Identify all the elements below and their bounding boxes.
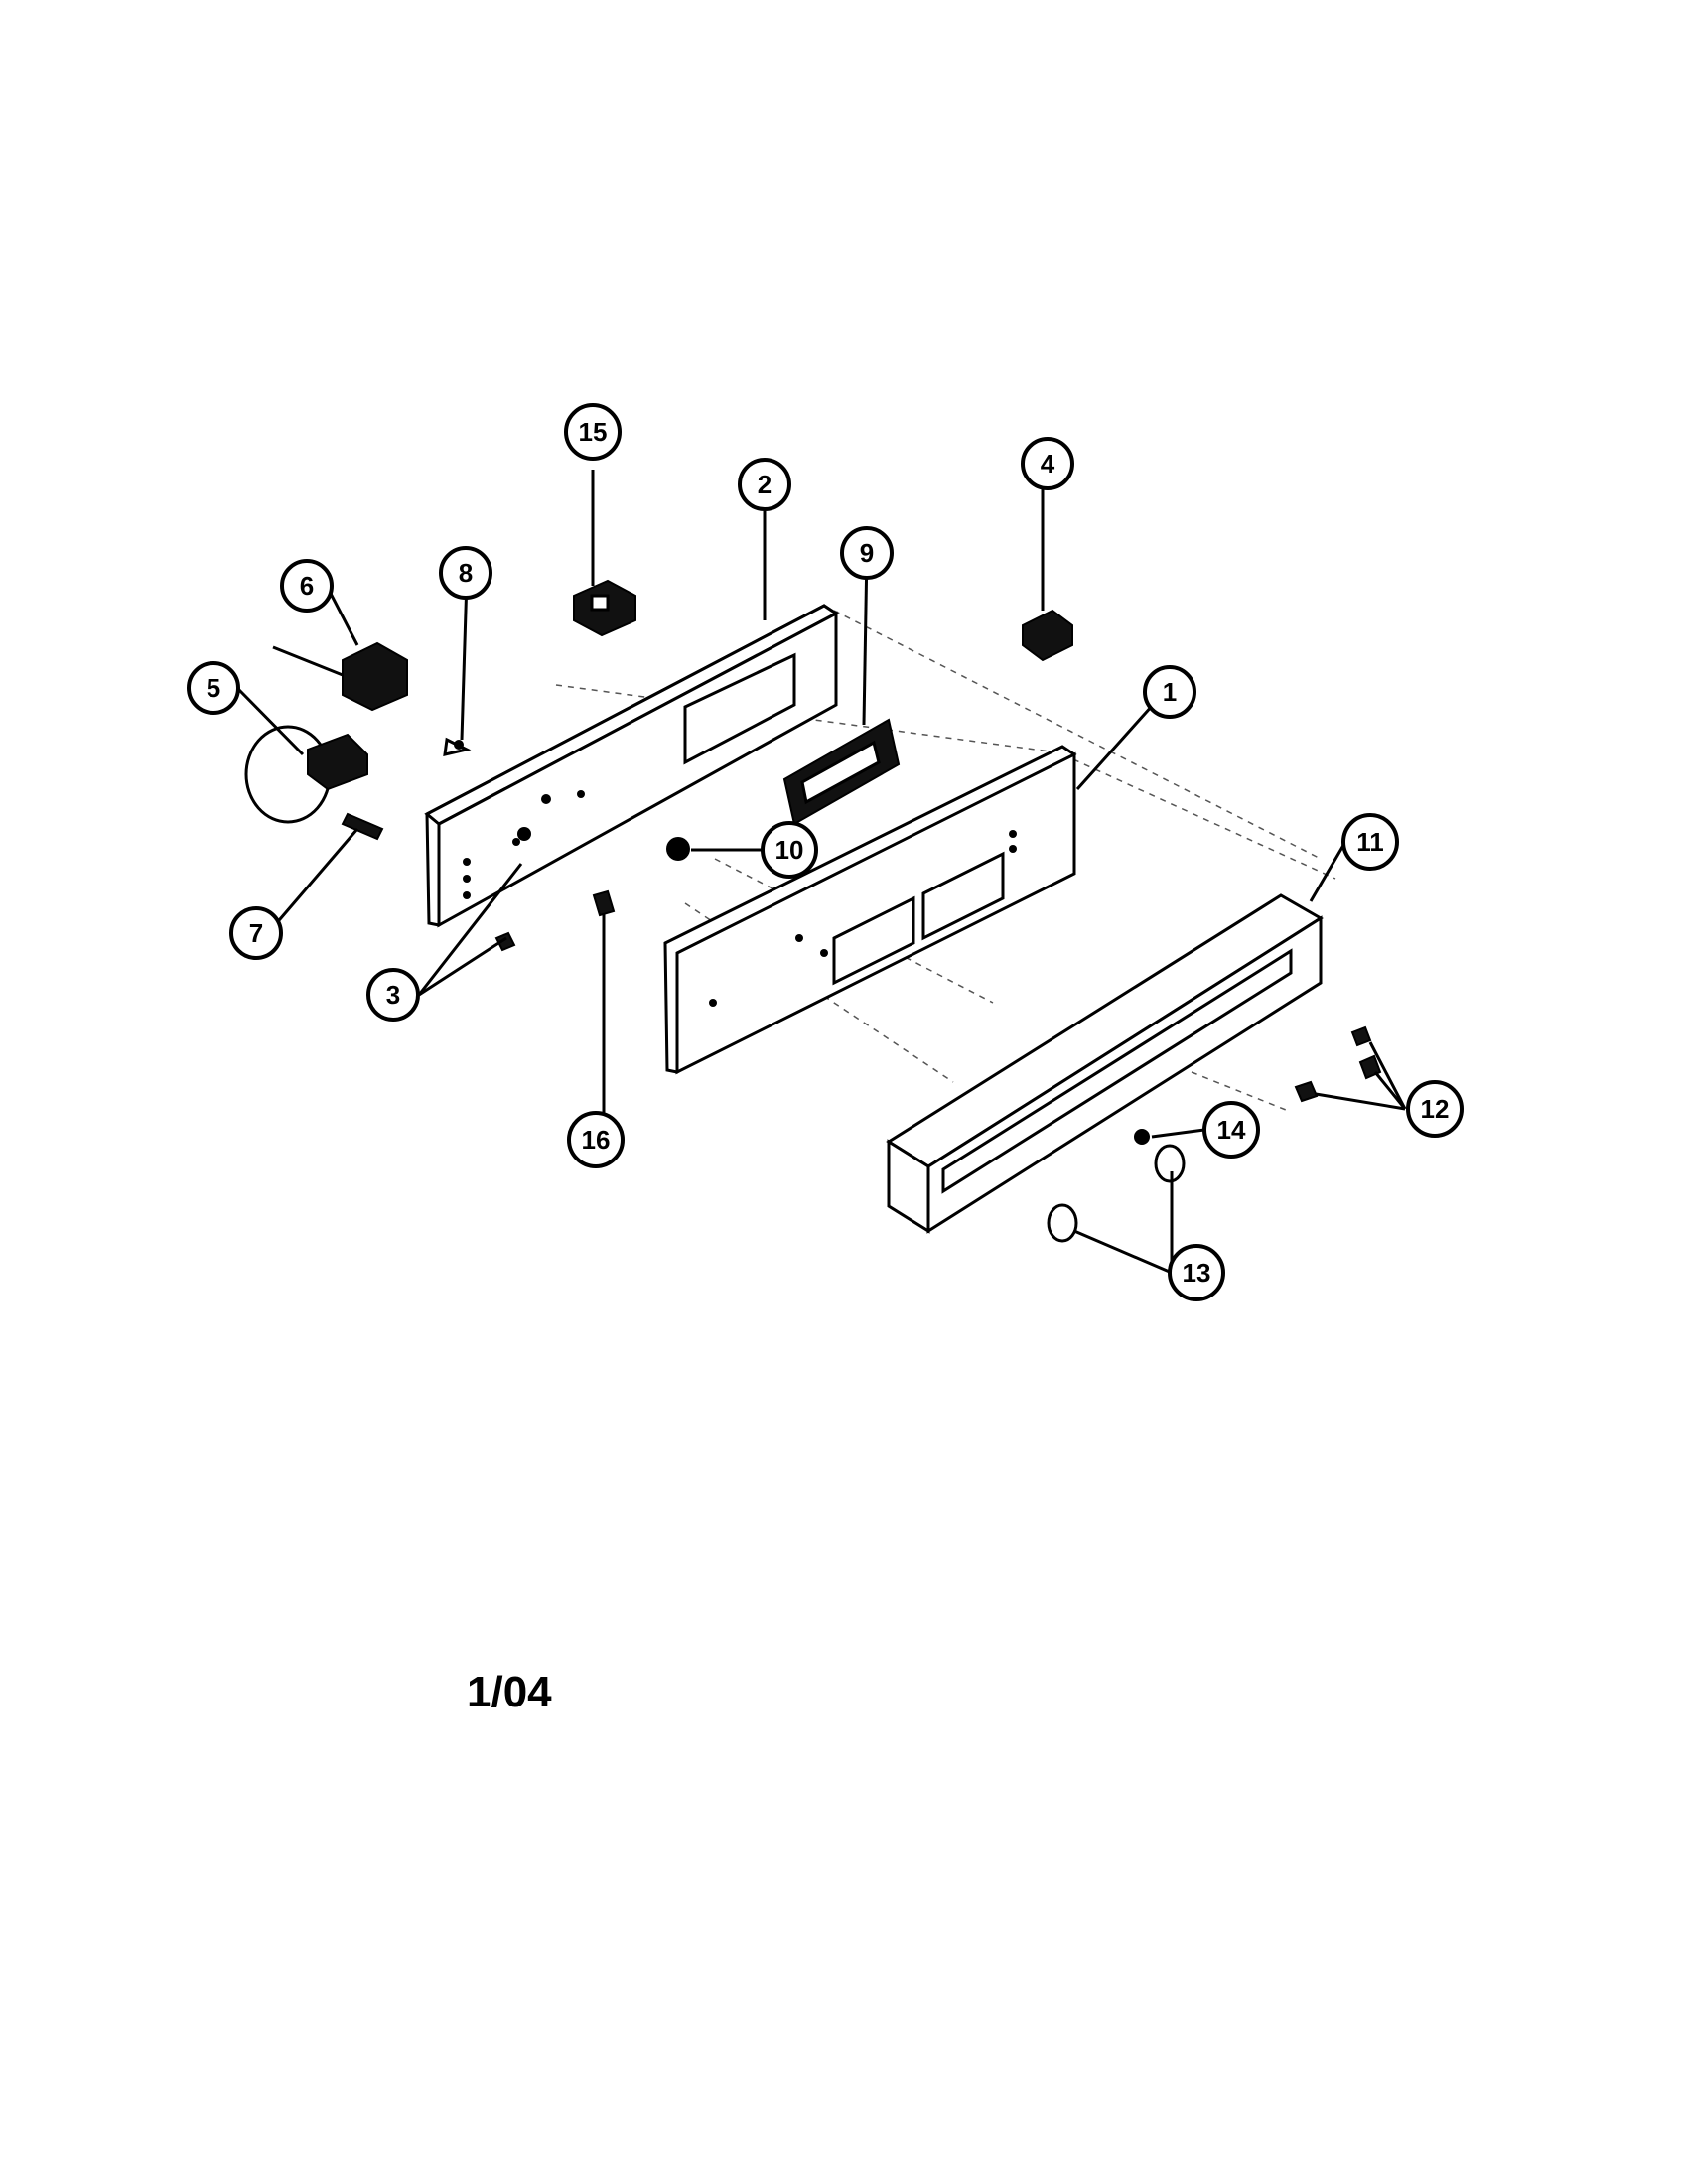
svg-text:4: 4 xyxy=(1041,449,1055,478)
part-16-screw xyxy=(592,889,616,917)
callout-2: 2 xyxy=(738,458,791,511)
callout-15: 15 xyxy=(564,403,622,461)
svg-text:11: 11 xyxy=(1356,827,1384,857)
part-6-relay xyxy=(272,641,408,712)
svg-text:14: 14 xyxy=(1217,1115,1246,1145)
svg-text:6: 6 xyxy=(300,571,314,601)
part-2-rear-control-panel xyxy=(424,604,839,928)
part-12-screws xyxy=(1294,1025,1382,1103)
part-9-display-board xyxy=(782,718,901,826)
part-14-fastener xyxy=(1134,1129,1150,1145)
part-5-transformer xyxy=(244,725,368,824)
callout-16: 16 xyxy=(567,1111,625,1168)
callout-4: 4 xyxy=(1021,437,1074,490)
part-4-clip xyxy=(1022,609,1073,662)
callout-12: 12 xyxy=(1406,1080,1464,1138)
part-7-pin xyxy=(341,812,384,841)
part-8-fastener xyxy=(443,737,472,756)
svg-text:15: 15 xyxy=(579,417,608,447)
svg-text:5: 5 xyxy=(207,673,220,703)
callout-5: 5 xyxy=(187,661,240,715)
svg-text:2: 2 xyxy=(758,470,772,499)
svg-text:8: 8 xyxy=(459,558,473,588)
callout-3: 3 xyxy=(366,968,420,1022)
leader-lines xyxy=(236,470,1407,1275)
svg-text:3: 3 xyxy=(386,980,400,1010)
svg-text:16: 16 xyxy=(582,1125,611,1155)
part-3-screws xyxy=(494,931,516,952)
callout-10: 10 xyxy=(761,821,818,879)
callout-8: 8 xyxy=(439,546,492,600)
svg-text:1: 1 xyxy=(1163,677,1177,707)
callout-11: 11 xyxy=(1341,813,1399,871)
page-date-label: 1/04 xyxy=(467,1668,552,1716)
callout-13: 13 xyxy=(1168,1244,1225,1301)
svg-text:10: 10 xyxy=(775,835,804,865)
part-13-grommets xyxy=(1047,1144,1186,1243)
callout-7: 7 xyxy=(229,906,283,960)
svg-text:12: 12 xyxy=(1421,1094,1450,1124)
svg-text:13: 13 xyxy=(1183,1258,1211,1288)
callout-9: 9 xyxy=(840,526,894,580)
callout-1: 1 xyxy=(1143,665,1196,719)
part-15-switch xyxy=(573,579,636,637)
svg-text:7: 7 xyxy=(249,918,263,948)
callout-6: 6 xyxy=(280,559,334,613)
part-10-knob xyxy=(666,837,690,861)
part-1-front-control-panel xyxy=(663,745,1077,1075)
part-11-trim-frame xyxy=(886,893,1324,1234)
svg-text:9: 9 xyxy=(860,538,874,568)
callout-14: 14 xyxy=(1202,1101,1260,1159)
